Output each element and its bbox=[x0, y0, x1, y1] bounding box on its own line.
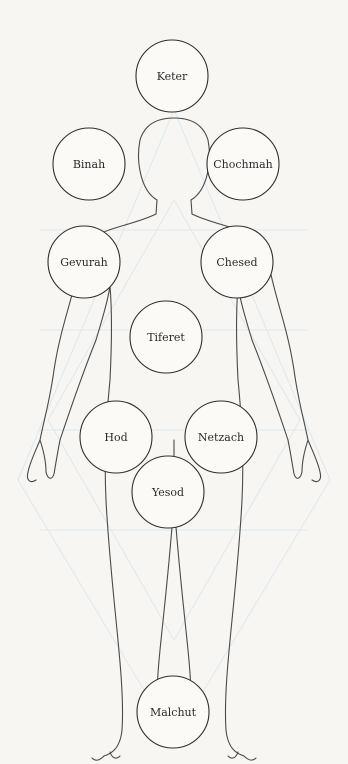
sefirah-binah: Binah bbox=[53, 128, 125, 200]
sefirah-label: Tiferet bbox=[147, 331, 185, 344]
right-foot-outline bbox=[228, 752, 256, 760]
left-foot-outline bbox=[92, 752, 120, 760]
sefirah-yesod: Yesod bbox=[132, 456, 204, 528]
sefirah-label: Gevurah bbox=[60, 256, 108, 269]
right-body-outline bbox=[192, 214, 321, 756]
sefirah-label: Yesod bbox=[151, 486, 184, 499]
sefirah-chesed: Chesed bbox=[201, 226, 273, 298]
sefirah-label: Chesed bbox=[216, 256, 257, 269]
sefirah-label: Keter bbox=[157, 70, 188, 83]
neck-outline bbox=[156, 200, 192, 214]
sefirah-label: Malchut bbox=[150, 706, 197, 719]
sefirah-hod: Hod bbox=[80, 401, 152, 473]
human-figure-outline bbox=[27, 118, 320, 760]
sefirah-label: Netzach bbox=[198, 431, 244, 444]
sefirah-label: Chochmah bbox=[213, 158, 272, 171]
sefirah-keter: Keter bbox=[136, 40, 208, 112]
sefirah-label: Binah bbox=[73, 158, 105, 171]
sefirah-chochmah: Chochmah bbox=[207, 128, 279, 200]
sefirah-tiferet: Tiferet bbox=[130, 301, 202, 373]
sefirah-netzach: Netzach bbox=[185, 401, 257, 473]
sefirot-nodes: Keter Binah Chochmah Gevurah Chesed Tife… bbox=[48, 40, 279, 748]
sefirah-gevurah: Gevurah bbox=[48, 226, 120, 298]
sefirah-label: Hod bbox=[104, 431, 127, 444]
head-outline bbox=[139, 118, 210, 200]
sefirah-malchut: Malchut bbox=[137, 676, 209, 748]
